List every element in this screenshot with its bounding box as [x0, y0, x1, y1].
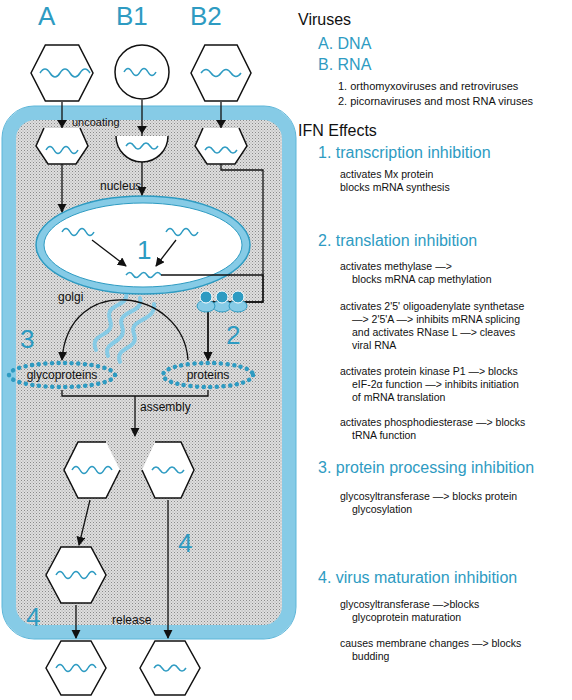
- effect-heading: 4. virus maturation inhibition: [318, 570, 517, 586]
- effect-heading: 2. translation inhibition: [318, 233, 477, 249]
- virus-subclass: 1. orthomyxoviruses and retroviruses: [338, 81, 518, 92]
- partial-capsid: [142, 442, 194, 498]
- protein-pool: proteins: [160, 360, 256, 390]
- organelle-label: nucleus: [100, 180, 141, 192]
- rna-strand: [201, 70, 241, 77]
- glycoprotein-pool: glycoproteins: [6, 360, 118, 390]
- effect-heading: 3. protein processing inhibition: [318, 460, 534, 476]
- callout-number: 4: [178, 530, 192, 556]
- flow-arrow: [62, 300, 188, 360]
- effect-note: —> 2'5'A —> inhibits mRNA splicing: [352, 314, 520, 325]
- capsid-outline: [31, 45, 93, 101]
- release-arrow: [75, 605, 76, 638]
- assembly-merge-line: [62, 390, 208, 396]
- dna-strand: [46, 147, 78, 154]
- effect-note: activates Mx protein: [340, 169, 433, 180]
- effect-note: viral RNA: [352, 340, 396, 351]
- effect-note: activates phosphodiesterase —> blocks: [340, 417, 525, 428]
- effect-note: and activates RNase L —> cleaves: [352, 327, 515, 338]
- arrow-head: [57, 120, 67, 128]
- virus-class-label: B2: [190, 3, 222, 29]
- effect-note: glycosyltransferase —> blocks protein: [340, 491, 517, 502]
- effect-note: glycosyltransferase —>blocks: [340, 599, 479, 610]
- virus-class: B. RNA: [318, 57, 371, 73]
- section-heading: IFN Effects: [298, 123, 377, 139]
- callout-number: 2: [226, 322, 240, 348]
- mature-virion: [46, 547, 106, 603]
- effect-note: tRNA function: [352, 430, 416, 441]
- ribosome: [216, 291, 228, 303]
- rna-strand: [205, 147, 237, 153]
- virus-class: A. DNA: [318, 36, 371, 52]
- callout-number: 3: [20, 326, 34, 352]
- flow-arrow: [208, 275, 263, 360]
- effect-note: eIF-2α function —> inhibits initiation: [352, 379, 519, 390]
- virus-subclass: 2. picornaviruses and most RNA viruses: [338, 96, 533, 107]
- effect-note: glycosylation: [352, 504, 412, 515]
- effect-note: glycoprotein maturation: [352, 612, 461, 623]
- mrna-export-line: [161, 274, 230, 275]
- partial-capsid: [64, 442, 120, 498]
- dna-strand: [40, 69, 90, 77]
- product-label: proteins: [160, 369, 256, 381]
- organelle-label: golgi: [58, 291, 83, 303]
- capsid-outline: [115, 45, 169, 99]
- node-outline: [30, 44, 94, 102]
- rna-strand: [126, 143, 158, 149]
- effect-note: blocks mRNA cap methylation: [352, 274, 491, 285]
- nucleus: nucleus1: [35, 195, 251, 295]
- product-label: glycoproteins: [6, 369, 118, 381]
- released-virion: [140, 641, 200, 695]
- dna-virion: A: [30, 44, 94, 102]
- assembly-arrow: [134, 396, 135, 436]
- dna-strand: [72, 467, 112, 474]
- virus-class-label: B1: [116, 3, 148, 29]
- released-virion: [46, 641, 106, 695]
- step-label: release: [112, 614, 151, 626]
- nucleoplasm: [44, 203, 242, 287]
- virus-class-label: A: [38, 3, 55, 29]
- ribosome: [232, 291, 244, 303]
- dna-strand: [56, 572, 96, 579]
- rna-virion: B1: [114, 44, 170, 100]
- effect-note: activates 2'5' oligoadenylate synthetase: [340, 301, 524, 312]
- callout-number: 4: [26, 604, 40, 630]
- uncoated-capsid: [36, 128, 88, 164]
- effect-note: budding: [352, 651, 389, 662]
- callout-number: 1: [137, 237, 151, 263]
- uncoated-capsid: [116, 136, 168, 162]
- section-heading: Viruses: [298, 12, 351, 28]
- effect-note: causes membrane changes —> blocks: [340, 638, 521, 649]
- step-label: assembly: [140, 401, 191, 413]
- dna-strand: [56, 665, 96, 672]
- effect-note: blocks mRNA synthesis: [340, 182, 450, 193]
- ribosome: [200, 291, 212, 303]
- maturation-arrow: [79, 500, 90, 545]
- viral-genome: [166, 229, 198, 236]
- mrna-strand: [126, 273, 161, 278]
- rna-strand: [154, 665, 186, 671]
- effect-heading: 1. transcription inhibition: [318, 145, 491, 161]
- node-outline: [114, 44, 170, 100]
- step-label: uncoating: [72, 117, 120, 128]
- release-arrow: [167, 500, 168, 638]
- effect-note: of mRNA translation: [352, 392, 445, 403]
- arrow-head: [137, 126, 147, 134]
- transcription-arrow: [92, 240, 126, 266]
- arrow-head: [216, 120, 226, 128]
- rna-strand: [152, 467, 184, 473]
- viral-genome: [62, 229, 94, 236]
- transcription-arrow: [156, 240, 176, 266]
- nuclear-envelope: [36, 196, 250, 294]
- cell-outline: [2, 106, 296, 639]
- effect-note: activates methylase —>: [340, 261, 452, 272]
- uncoated-capsid: [195, 128, 247, 164]
- capsid-outline: [191, 45, 251, 101]
- effect-note: activates protein kinase P1 —> blocks: [340, 366, 518, 377]
- rna-strand: [124, 69, 156, 76]
